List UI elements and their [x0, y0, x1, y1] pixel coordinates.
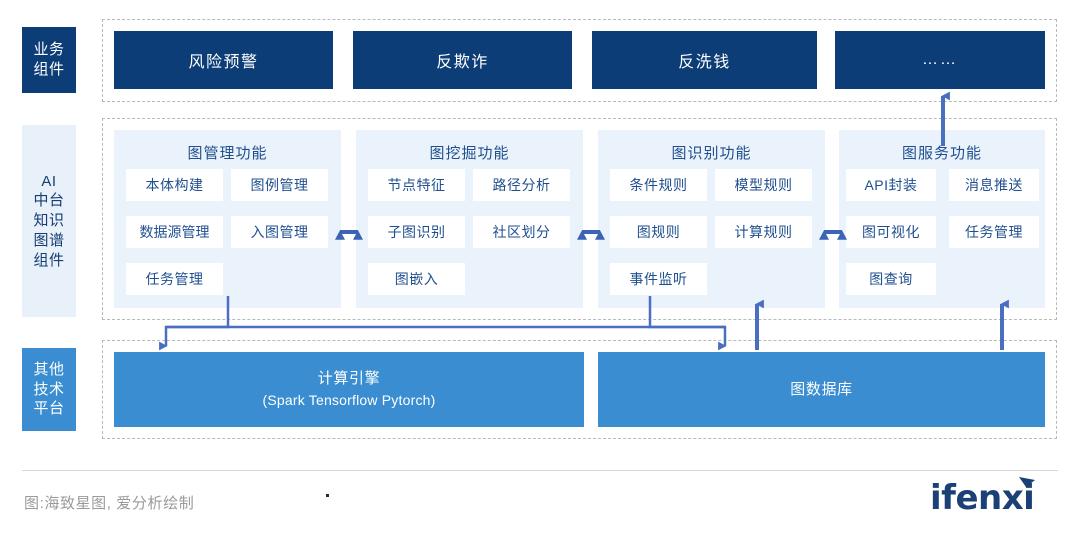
chip-graph-ingest-management[interactable]: 入图管理 — [231, 216, 328, 248]
platform-graph-database-title: 图数据库 — [790, 380, 853, 398]
chip-community-detection-label: 社区划分 — [492, 224, 551, 240]
business-box-anti-money-laundering[interactable]: 反洗钱 — [592, 31, 817, 89]
ai-layer-container — [102, 118, 1057, 320]
chip-graph-visualization-label: 图可视化 — [862, 224, 920, 240]
chip-graph-instance-management-label: 图例管理 — [250, 177, 309, 193]
business-box-anti-fraud[interactable]: 反欺诈 — [353, 31, 572, 89]
business-box-anti-money-laundering-label: 反洗钱 — [678, 54, 731, 71]
chip-task-management-service-label: 任务管理 — [965, 224, 1023, 240]
rail-business-line-1: 组件 — [33, 61, 65, 78]
chip-ontology-construction[interactable]: 本体构建 — [126, 169, 223, 201]
business-box-anti-fraud-label: 反欺诈 — [436, 54, 489, 71]
chip-compute-rule-label: 计算规则 — [734, 224, 793, 240]
business-layer-container — [102, 19, 1057, 102]
chip-graph-ingest-management-label: 入图管理 — [250, 224, 309, 240]
rail-ai-line-0: AI — [41, 172, 57, 190]
chip-graph-rule-label: 图规则 — [636, 224, 681, 240]
ifenxi-logo-text: ifenxi — [930, 478, 1035, 518]
footer-caption: 图:海致星图, 爱分析绘制 — [24, 495, 195, 512]
rail-ai-line-4: 组件 — [33, 251, 65, 269]
chip-graph-embedding-label: 图嵌入 — [394, 271, 439, 287]
business-box-risk-warning-label: 风险预警 — [188, 54, 259, 71]
chip-task-management-management-label: 任务管理 — [145, 271, 204, 287]
platform-compute-engine-subtitle: (Spark Tensorflow Pytorch) — [262, 392, 436, 409]
platform-layer-container — [102, 340, 1057, 439]
chip-community-detection[interactable]: 社区划分 — [473, 216, 570, 248]
footer-divider — [22, 470, 1058, 471]
chip-datasource-management-label: 数据源管理 — [139, 224, 210, 240]
chip-model-rule[interactable]: 模型规则 — [715, 169, 812, 201]
chip-task-management-management[interactable]: 任务管理 — [126, 263, 223, 295]
chip-model-rule-label: 模型规则 — [734, 177, 793, 193]
logo-arrow-icon — [1019, 477, 1035, 487]
function-group-graph-mining-title: 图挖掘功能 — [429, 145, 510, 162]
chip-graph-query[interactable]: 图查询 — [846, 263, 936, 295]
chip-graph-visualization[interactable]: 图可视化 — [846, 216, 936, 248]
rail-other-line-0: 其他 — [33, 360, 65, 378]
rail-business-line-0: 业务 — [33, 41, 65, 59]
rail-other-line-1: 技术 — [33, 380, 65, 398]
chip-ontology-construction-label: 本体构建 — [145, 177, 204, 193]
chip-task-management-service[interactable]: 任务管理 — [949, 216, 1039, 248]
chip-graph-embedding[interactable]: 图嵌入 — [368, 263, 465, 295]
function-group-graph-service-title: 图服务功能 — [901, 145, 982, 162]
chip-compute-rule[interactable]: 计算规则 — [715, 216, 812, 248]
chip-node-feature[interactable]: 节点特征 — [368, 169, 465, 201]
chip-api-encapsulation[interactable]: API封装 — [846, 169, 936, 201]
rail-ai-line-2: 知识 — [33, 212, 65, 230]
rail-other-tech-platform: 其他 技术 平台 — [22, 348, 76, 431]
rail-ai-line-1: 中台 — [33, 192, 65, 210]
business-box-more[interactable]: …… — [835, 31, 1045, 89]
chip-datasource-management[interactable]: 数据源管理 — [126, 216, 223, 248]
chip-event-listening-label: 事件监听 — [629, 271, 688, 287]
chip-api-encapsulation-label: API封装 — [864, 177, 918, 193]
chip-path-analysis[interactable]: 路径分析 — [473, 169, 570, 201]
chip-node-feature-label: 节点特征 — [387, 177, 446, 193]
rail-other-line-2: 平台 — [33, 400, 65, 418]
platform-box-graph-database[interactable]: 图数据库 — [598, 352, 1045, 427]
chip-graph-rule[interactable]: 图规则 — [610, 216, 707, 248]
chip-message-push-label: 消息推送 — [965, 177, 1023, 193]
chip-event-listening[interactable]: 事件监听 — [610, 263, 707, 295]
platform-compute-engine-title: 计算引擎 — [317, 370, 381, 388]
chip-condition-rule[interactable]: 条件规则 — [610, 169, 707, 201]
chip-subgraph-recognition-label: 子图识别 — [387, 224, 446, 240]
chip-subgraph-recognition[interactable]: 子图识别 — [368, 216, 465, 248]
chip-path-analysis-label: 路径分析 — [492, 177, 551, 193]
function-group-graph-recognition-title: 图识别功能 — [671, 145, 752, 162]
ifenxi-logo: ifenxi — [930, 477, 1040, 524]
business-box-more-label: …… — [922, 51, 958, 68]
rail-ai-knowledge-graph: AI 中台 知识 图谱 组件 — [22, 125, 76, 317]
rail-business-components: 业务 组件 — [22, 27, 76, 93]
chip-message-push[interactable]: 消息推送 — [949, 169, 1039, 201]
rail-ai-line-3: 图谱 — [33, 231, 65, 249]
chip-condition-rule-label: 条件规则 — [629, 177, 688, 193]
chip-graph-instance-management[interactable]: 图例管理 — [231, 169, 328, 201]
function-group-graph-management-title: 图管理功能 — [187, 145, 268, 162]
platform-box-compute-engine[interactable]: 计算引擎 (Spark Tensorflow Pytorch) — [114, 352, 584, 427]
footer-dot-mark — [326, 494, 329, 497]
chip-graph-query-label: 图查询 — [869, 271, 913, 287]
business-box-risk-warning[interactable]: 风险预警 — [114, 31, 333, 89]
